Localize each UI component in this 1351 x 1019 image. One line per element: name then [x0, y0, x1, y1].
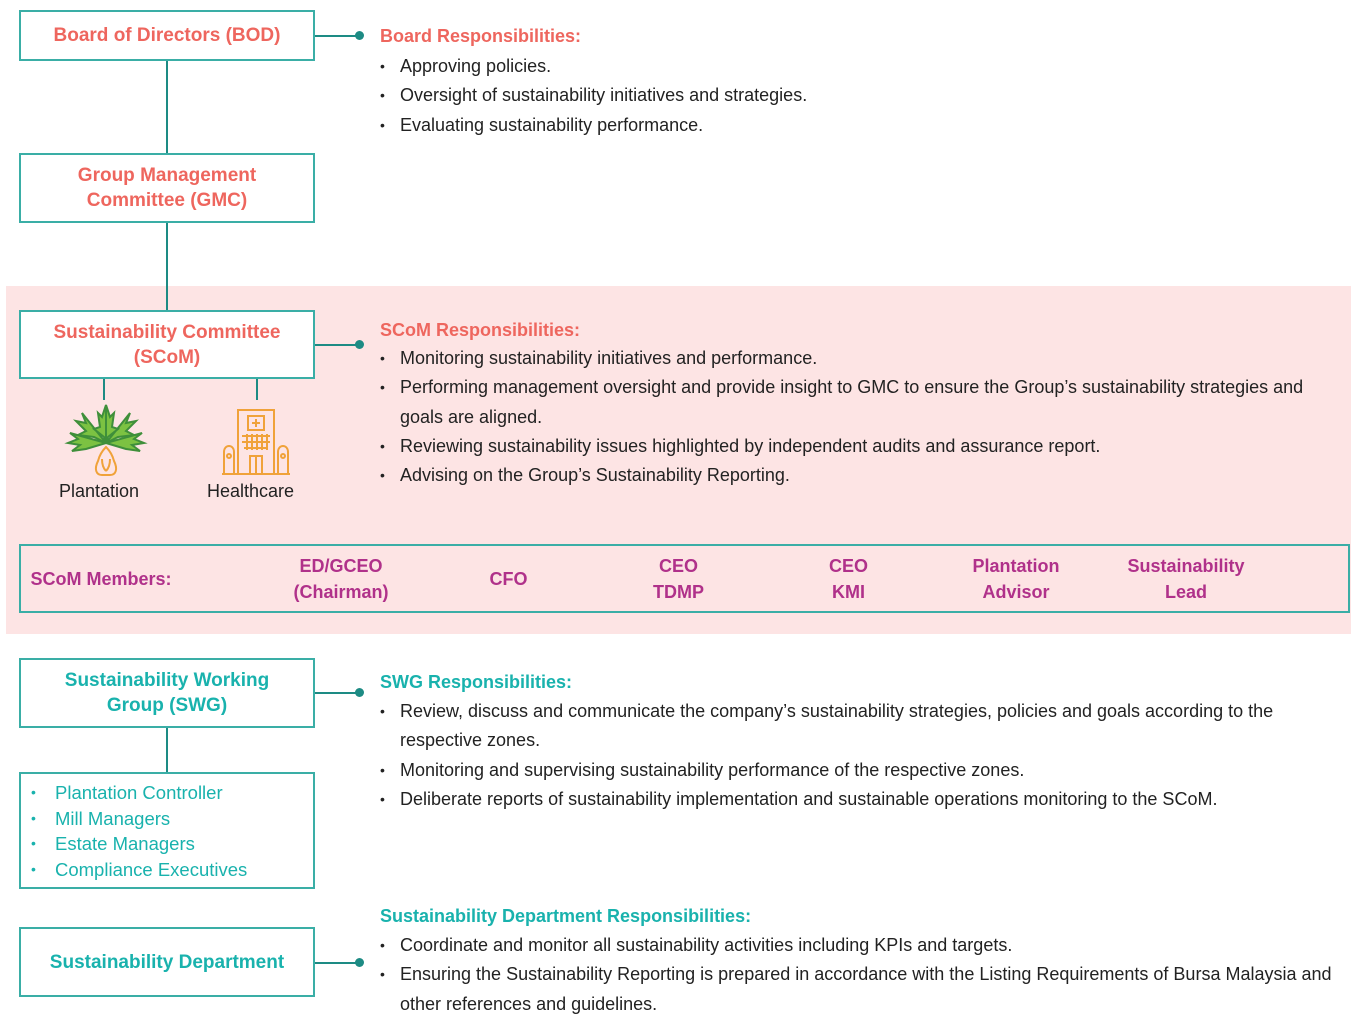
swg-members-box: Plantation Controller Mill Managers Esta… [19, 772, 315, 889]
scom-box: Sustainability Committee (SCoM) [19, 310, 315, 379]
connector-swg-resp [315, 692, 360, 694]
scom-resp-list: Monitoring sustainability initiatives an… [378, 344, 1308, 491]
connector-swg-list [166, 727, 168, 773]
scom-label: Sustainability Committee (SCoM) [53, 321, 281, 368]
member-ed-gceo: ED/GCEO (Chairman) [271, 546, 411, 611]
connector-sd-resp [315, 962, 360, 964]
connector-dot [355, 31, 364, 40]
list-item: Advising on the Group’s Sustainability R… [378, 461, 1308, 491]
list-item: Evaluating sustainability performance. [378, 111, 1328, 141]
list-item: Plantation Controller [31, 780, 313, 806]
list-item: Performing management oversight and prov… [378, 373, 1308, 432]
connector-dot [355, 340, 364, 349]
connector-scom-healthcare [256, 378, 258, 400]
member-line: CEO [658, 555, 698, 576]
list-item: Oversight of sustainability initiatives … [378, 81, 1328, 111]
gmc-label: Group Management Committee (GMC) [77, 165, 257, 211]
bod-label: Board of Directors (BOD) [53, 25, 281, 46]
member-line: TDMP [653, 581, 704, 602]
member-ceo-tdmp: CEO TDMP [611, 546, 746, 611]
list-item: Monitoring and supervising sustainabilit… [378, 756, 1338, 786]
connector-dot [355, 688, 364, 697]
list-item: Estate Managers [31, 831, 313, 857]
list-item: Compliance Executives [31, 857, 313, 883]
hospital-icon [222, 409, 290, 475]
list-item: Review, discuss and communicate the comp… [378, 697, 1338, 756]
scom-members-label: SCoM Members: [30, 568, 172, 589]
connector-dot [355, 958, 364, 967]
sd-resp-heading: Sustainability Department Responsibiliti… [380, 906, 752, 926]
connector-gmc-scom [166, 222, 168, 311]
board-resp-heading: Board Responsibilities: [380, 26, 582, 46]
sd-label: Sustainability Department [49, 951, 285, 973]
swg-resp-heading: SWG Responsibilities: [380, 672, 573, 692]
member-line: (Chairman) [293, 581, 389, 602]
list-item: Approving policies. [378, 52, 1328, 82]
connector-bod-resp [315, 35, 360, 37]
scom-resp-heading: SCoM Responsibilities: [380, 320, 581, 340]
list-item: Ensuring the Sustainability Reporting is… [378, 960, 1338, 1019]
palm-tree-icon [64, 404, 148, 476]
swg-resp-list: Review, discuss and communicate the comp… [378, 697, 1338, 814]
member-line: ED/GCEO [299, 555, 383, 576]
list-item: Coordinate and monitor all sustainabilit… [378, 931, 1338, 961]
swg-label: Sustainability Working Group (SWG) [64, 670, 270, 716]
sd-resp-list: Coordinate and monitor all sustainabilit… [378, 931, 1338, 1019]
member-line: Sustainability [1127, 555, 1245, 576]
member-ceo-kmi: CEO KMI [781, 546, 916, 611]
member-line: Plantation [972, 555, 1060, 576]
list-item: Monitoring sustainability initiatives an… [378, 344, 1308, 374]
bod-box: Board of Directors (BOD) [19, 10, 315, 61]
member-cfo: CFO [441, 546, 576, 611]
gmc-box: Group Management Committee (GMC) [19, 153, 315, 223]
list-item: Deliberate reports of sustainability imp… [378, 785, 1338, 815]
division-label-plantation: Plantation [59, 481, 140, 501]
member-line: Advisor [982, 581, 1050, 602]
connector-scom-plantation [103, 378, 105, 400]
list-item: Reviewing sustainability issues highligh… [378, 432, 1308, 462]
list-item: Mill Managers [31, 806, 313, 832]
member-line: CFO [489, 568, 528, 589]
connector-scom-resp [315, 344, 360, 346]
member-line: CEO [828, 555, 868, 576]
board-resp-list: Approving policies. Oversight of sustain… [378, 52, 1328, 140]
member-line: Lead [1164, 581, 1207, 602]
member-line: KMI [831, 581, 865, 602]
swg-box: Sustainability Working Group (SWG) [19, 658, 315, 728]
scom-members-panel: SCoM Members: ED/GCEO (Chairman) CFO CEO T… [19, 544, 1350, 613]
connector-bod-gmc [166, 61, 168, 154]
sd-box: Sustainability Department [19, 927, 315, 997]
division-label-healthcare: Healthcare [207, 481, 295, 501]
